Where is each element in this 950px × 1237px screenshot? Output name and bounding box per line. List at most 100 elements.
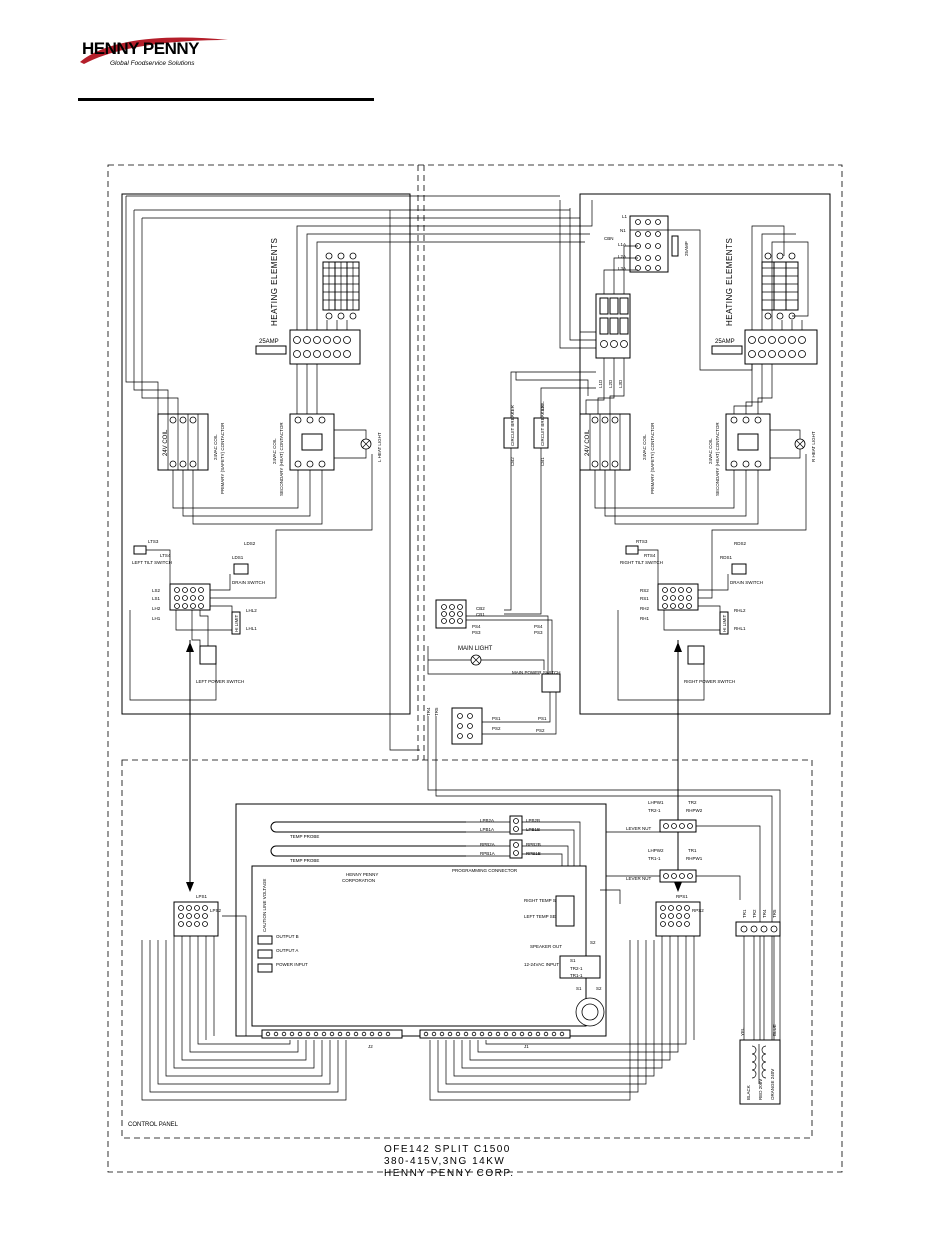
- svg-text:L2D: L2D: [608, 379, 613, 388]
- right-control-connector: RPS1 RPS2: [655, 894, 704, 937]
- svg-text:LEFT POWER SWITCH: LEFT POWER SWITCH: [196, 679, 244, 684]
- svg-text:RPB1A: RPB1A: [480, 851, 495, 856]
- svg-text:LDS2: LDS2: [244, 541, 256, 546]
- left-secondary-contactor: SECONDARY (HEAT) CONTACTOR 24VAC COIL L …: [272, 413, 382, 496]
- svg-text:25AMP: 25AMP: [715, 339, 735, 345]
- svg-text:RDS2: RDS2: [734, 541, 747, 546]
- svg-text:TR4: TR4: [762, 909, 767, 918]
- left-tilt-switch: LEFT TILT SWITCH LTS3 LTS4: [132, 539, 172, 565]
- svg-text:TEMP PROBE: TEMP PROBE: [290, 858, 319, 863]
- svg-text:BLACK: BLACK: [746, 1085, 751, 1100]
- svg-text:CB1: CB1: [476, 612, 485, 617]
- svg-text:OUTPUT A: OUTPUT A: [276, 948, 298, 953]
- svg-text:RPS2: RPS2: [692, 908, 704, 913]
- right-wiring: [515, 372, 807, 701]
- svg-text:LPS2: LPS2: [210, 908, 222, 913]
- svg-text:LHL1: LHL1: [246, 626, 257, 631]
- svg-text:RPS1: RPS1: [676, 894, 688, 899]
- svg-text:TR1: TR1: [688, 848, 697, 853]
- left-primary-coil-label: 24V COIL: [163, 429, 169, 456]
- svg-text:OUTPUT B: OUTPUT B: [276, 934, 299, 939]
- svg-text:RTS4: RTS4: [644, 553, 656, 558]
- svg-text:HEATING ELEMENTS: HEATING ELEMENTS: [725, 238, 734, 326]
- center-connector-bottom: PS1 PS2 PS1 PS2 TR4 TR5: [426, 692, 781, 1104]
- right-hi-limit: HI LIMIT RHL2 RHL1: [719, 608, 746, 635]
- svg-text:LTS3: LTS3: [148, 539, 159, 544]
- left-connector-block: LS2 LS1 LH2 LH1: [152, 583, 211, 621]
- svg-text:RHPW1: RHPW1: [686, 856, 703, 861]
- left-primary-contactor: 24V COIL PRIMARY (SAFETY) CONTACTOR 24VA…: [157, 413, 225, 494]
- right-drain-switch: DRAIN SWITCH RDS2 RDS1: [720, 541, 763, 585]
- incoming-terminal-block: L1 N1 CBN L1A L2A L3A 25AMP: [604, 214, 689, 273]
- left-secondary-contactor-label: SECONDARY (HEAT) CONTACTOR: [279, 422, 284, 496]
- svg-text:RIGHT TEMP SENSOR: RIGHT TEMP SENSOR: [524, 898, 573, 903]
- svg-text:24V COIL: 24V COIL: [585, 429, 591, 456]
- svg-text:RS1: RS1: [640, 596, 649, 601]
- header-rule: [78, 98, 374, 101]
- left-25amp-fuse: [255, 345, 287, 355]
- right-tilt-switch: RIGHT TILT SWITCH RTS3 RTS4: [620, 539, 663, 565]
- left-25amp-label: 25AMP: [259, 339, 279, 345]
- svg-text:25AMP: 25AMP: [684, 241, 689, 256]
- svg-text:PROGRAMMING CONNECTOR: PROGRAMMING CONNECTOR: [452, 868, 518, 873]
- svg-text:J2: J2: [368, 1044, 373, 1049]
- left-heat-light-label: L HEAT LIGHT: [377, 432, 382, 462]
- control-panel-label: CONTROL PANEL: [128, 1122, 179, 1128]
- svg-text:TR5: TR5: [434, 707, 439, 716]
- left-terminal-block: [289, 329, 361, 365]
- footer-line-1: OFE142 SPLIT C1500: [384, 1144, 511, 1155]
- svg-text:SECONDARY (HEAT) CONTACTOR: SECONDARY (HEAT) CONTACTOR: [715, 422, 720, 496]
- svg-text:L3D: L3D: [618, 379, 623, 388]
- svg-text:L1A: L1A: [618, 242, 626, 247]
- logo-brand-name: HENNY PENNY: [82, 39, 200, 58]
- svg-text:LDS1: LDS1: [232, 555, 244, 560]
- svg-text:PS2: PS2: [492, 726, 501, 731]
- svg-text:L1: L1: [622, 214, 628, 219]
- svg-text:CAUTION LINE VOLTAGE: CAUTION LINE VOLTAGE: [262, 879, 267, 932]
- svg-text:LHL2: LHL2: [246, 608, 257, 613]
- footer-line-3: HENNY PENNY CORP.: [384, 1168, 515, 1179]
- svg-text:LH1: LH1: [152, 616, 161, 621]
- right-arrow-top: [674, 642, 682, 652]
- svg-text:PS1: PS1: [538, 716, 547, 721]
- svg-text:RH2: RH2: [640, 606, 649, 611]
- right-secondary-contactor: SECONDARY (HEAT) CONTACTOR 24VAC COIL R …: [594, 364, 816, 525]
- svg-text:LPB1B: LPB1B: [526, 827, 540, 832]
- left-terminal-screws: [293, 336, 351, 358]
- svg-text:CIRCUIT BREAKER: CIRCUIT BREAKER: [510, 404, 515, 446]
- svg-text:PS1: PS1: [492, 716, 501, 721]
- logo-swoosh: [80, 37, 228, 64]
- svg-text:RDS1: RDS1: [720, 555, 733, 560]
- right-temp-probe: [270, 845, 466, 857]
- svg-text:LTS4: LTS4: [160, 553, 171, 558]
- svg-text:S2: S2: [596, 986, 602, 991]
- svg-text:MAIN LIGHT: MAIN LIGHT: [458, 646, 493, 652]
- lever-nut-top: LEVER NUT LHPW1 TR2 TR2-1 RHPW2: [626, 800, 703, 833]
- svg-text:RTS3: RTS3: [636, 539, 648, 544]
- transformer: YEL BLUE BLACK RED 208V ORANGE 240V: [739, 1024, 781, 1105]
- svg-text:TR4: TR4: [426, 707, 431, 716]
- svg-text:S1: S1: [576, 986, 582, 991]
- svg-text:RH1: RH1: [640, 616, 649, 621]
- svg-text:TR2: TR2: [688, 800, 697, 805]
- svg-text:SPEAKER OUT: SPEAKER OUT: [530, 944, 562, 949]
- svg-text:LHPW1: LHPW1: [648, 800, 664, 805]
- henny-penny-logo: HENNY PENNY Global Foodservice Solutions: [80, 37, 228, 67]
- svg-text:LHPW2: LHPW2: [648, 848, 664, 853]
- pcb-pins: [265, 1031, 565, 1037]
- svg-text:CBN: CBN: [604, 236, 614, 241]
- svg-text:LPB2B: LPB2B: [526, 818, 540, 823]
- svg-text:PS2: PS2: [536, 728, 545, 733]
- right-connector-block: RS2 RS1 RH2 RH1: [640, 583, 699, 621]
- svg-text:CORPORATION: CORPORATION: [342, 878, 375, 883]
- svg-text:RPB2B: RPB2B: [526, 842, 541, 847]
- center-fuse-block: L1D L2D L3D: [595, 293, 631, 388]
- left-secondary-coil-label: 24VAC COIL: [272, 438, 277, 464]
- left-wiring: [125, 196, 593, 751]
- right-harness: [429, 889, 695, 1101]
- svg-text:RPB1B: RPB1B: [526, 851, 541, 856]
- svg-text:LPS1: LPS1: [196, 894, 208, 899]
- svg-text:LEFT TEMP SENSOR: LEFT TEMP SENSOR: [524, 914, 570, 919]
- right-heating-elements: HEATING ELEMENTS 25AMP: [630, 225, 818, 371]
